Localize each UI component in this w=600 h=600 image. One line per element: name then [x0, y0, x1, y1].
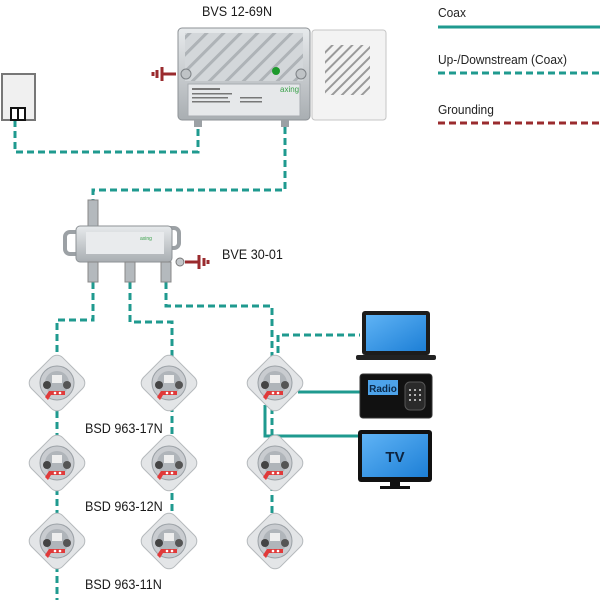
wall-outlet-icon [1, 73, 36, 121]
socket-r3-c3 [243, 509, 307, 573]
socket-r1-c3 [243, 351, 307, 415]
amplifier-label: BVS 12-69N [202, 3, 273, 19]
socket-row-label-2: BSD 963-12N [85, 498, 163, 514]
socket-r2-c2 [137, 431, 201, 495]
tv-icon: TV [358, 430, 432, 489]
socket-grid [25, 351, 307, 573]
socket-row-label-3: BSD 963-11N [85, 576, 162, 592]
splitter-brand: axing [140, 236, 152, 242]
socket-r3-c2 [137, 509, 201, 573]
cable-outlet-to-amplifier [13, 120, 200, 154]
splitter-label: BVE 30-01 [222, 246, 283, 262]
amplifier-icon: axing [177, 27, 387, 127]
splitter-icon: axing [63, 199, 185, 283]
socket-r2-c3 [243, 431, 307, 495]
socket-r3-c1 [25, 509, 89, 573]
amplifier-brand: axing [280, 85, 299, 94]
cable-amplifier-to-splitter [91, 127, 287, 210]
cable-splitter-to-column3 [164, 282, 274, 560]
grounding-amplifier [151, 67, 176, 81]
laptop-icon [356, 311, 436, 360]
radio-label: Radio [369, 384, 397, 395]
legend-label-updownstream: Up-/Downstream (Coax) [438, 52, 567, 67]
socket-r2-c1 [25, 431, 89, 495]
socket-row-label-1: BSD 963-17N [85, 420, 163, 436]
legend-label-coax: Coax [438, 5, 466, 20]
legend-label-grounding: Grounding [438, 102, 494, 117]
legend [438, 25, 600, 125]
tv-label: TV [385, 449, 404, 466]
socket-r1-c2 [137, 351, 201, 415]
cable-socket-to-tv [263, 405, 360, 438]
grounding-splitter [185, 255, 210, 269]
socket-r1-c1 [25, 351, 89, 415]
radio-icon: Radio [359, 373, 433, 419]
